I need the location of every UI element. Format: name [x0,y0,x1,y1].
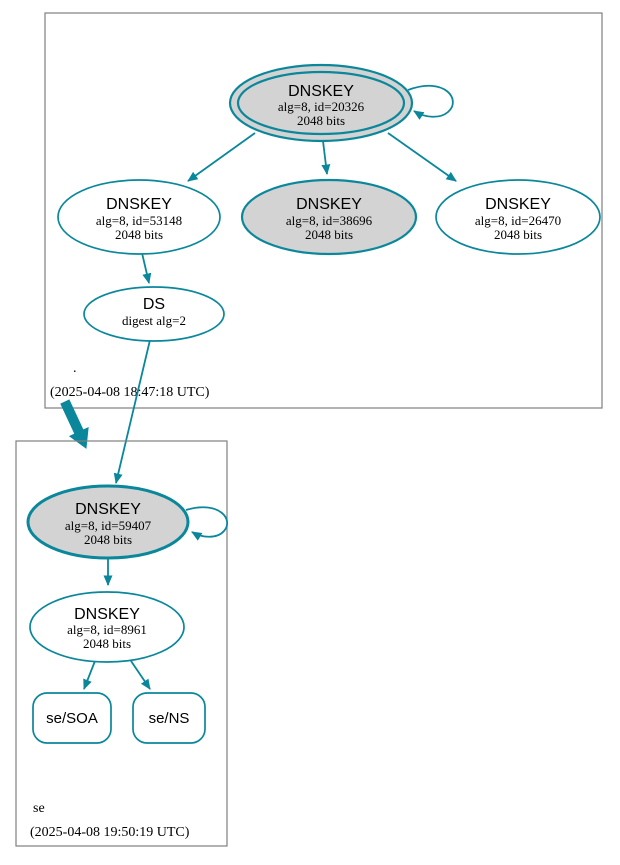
edge-sezsk-to-soa [83,660,96,690]
node-dnskey-59407-bits: 2048 bits [84,532,132,547]
node-ds[interactable]: DS digest alg=2 [83,286,225,342]
edge-seksk-selfsign [185,506,229,541]
node-dnskey-38696[interactable]: DNSKEY alg=8, id=38696 2048 bits [240,178,418,256]
node-dnskey-59407-title: DNSKEY [75,501,141,518]
node-dnskey-53148[interactable]: DNSKEY alg=8, id=53148 2048 bits [57,179,221,255]
node-dnskey-8961[interactable]: DNSKEY alg=8, id=8961 2048 bits [29,591,185,663]
edge-rootksk-to-38696 [321,140,331,175]
node-ds-detail: digest alg=2 [122,313,186,328]
node-dnskey-26470[interactable]: DNSKEY alg=8, id=26470 2048 bits [435,179,601,255]
node-rrset-se-ns-label: se/NS [149,710,190,727]
node-rrset-se-soa-shape [32,692,112,744]
node-ds-title: DS [143,296,165,313]
node-dnskey-53148-title: DNSKEY [106,196,172,213]
node-dnskey-38696-detail: alg=8, id=38696 [286,213,373,228]
node-rrset-se-soa[interactable]: se/SOA [32,692,112,744]
node-dnskey-20326-title: DNSKEY [288,83,354,100]
node-ds-shape [83,286,225,342]
node-dnskey-59407-detail: alg=8, id=59407 [65,518,152,533]
node-dnskey-8961-bits: 2048 bits [83,636,131,651]
node-dnskey-53148-shape [57,179,221,255]
node-dnskey-38696-title: DNSKEY [296,196,362,213]
cluster-se-timestamp: (2025-04-08 19:50:19 UTC) [30,825,190,840]
node-dnskey-26470-bits: 2048 bits [494,227,542,242]
node-dnskey-59407-shape [26,484,190,560]
delegation-arrow-root-to-se [60,399,89,449]
node-dnskey-20326[interactable]: DNSKEY alg=8, id=20326 2048 bits [228,63,414,143]
edge-rootksk-selfsign [407,84,454,120]
cluster-se-zone: se (2025-04-08 19:50:19 UTC) [15,440,228,847]
node-dnskey-26470-shape [435,179,601,255]
cluster-root-timestamp: (2025-04-08 18:47:18 UTC) [50,385,210,400]
node-dnskey-26470-title: DNSKEY [485,196,551,213]
node-rrset-se-ns-shape [132,692,206,744]
node-dnskey-38696-shape [240,178,418,256]
cluster-root-border [44,12,603,409]
cluster-se-border [15,440,228,847]
node-dnskey-20326-detail: alg=8, id=20326 [278,99,365,114]
node-dnskey-20326-inner-ring [236,70,406,136]
node-dnskey-53148-bits: 2048 bits [115,227,163,242]
cluster-root-zone: . (2025-04-08 18:47:18 UTC) [44,12,603,409]
node-rrset-se-soa-label: se/SOA [46,710,98,727]
node-dnskey-53148-detail: alg=8, id=53148 [96,213,182,228]
node-dnskey-20326-bits: 2048 bits [297,113,345,128]
node-dnskey-8961-title: DNSKEY [74,606,140,623]
edge-rootksk-to-53148 [187,132,256,182]
node-dnskey-59407[interactable]: DNSKEY alg=8, id=59407 2048 bits [26,484,190,560]
cluster-se-label: se [33,801,45,816]
node-dnskey-26470-detail: alg=8, id=26470 [475,213,561,228]
edge-rootksk-to-26470 [387,132,457,182]
edge-53148-to-ds [141,252,152,284]
cluster-root-label: . [73,361,77,376]
node-dnskey-8961-detail: alg=8, id=8961 [67,622,147,637]
edge-sezsk-to-ns [130,660,151,690]
node-rrset-se-ns[interactable]: se/NS [132,692,206,744]
node-dnskey-38696-bits: 2048 bits [305,227,353,242]
edge-ds-to-seksk [113,339,151,484]
node-dnskey-8961-shape [29,591,185,663]
